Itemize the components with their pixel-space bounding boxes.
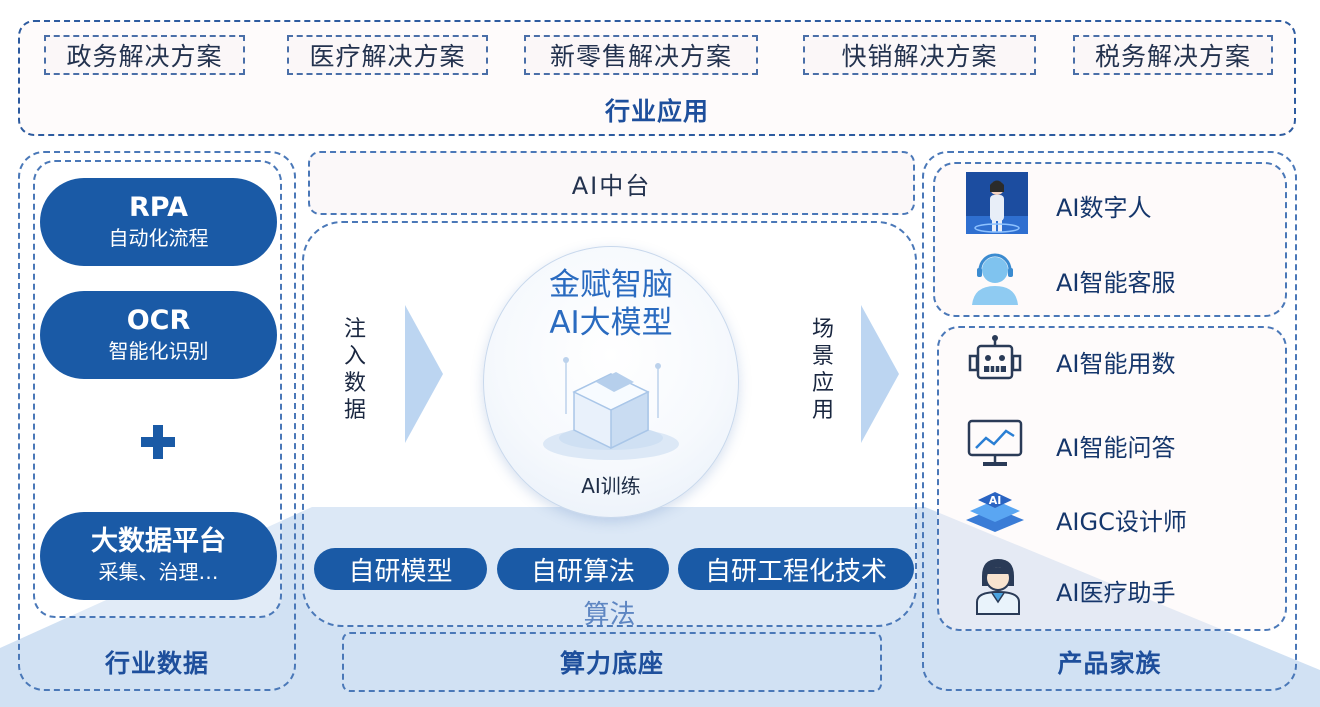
core-caption: AI训练 [581,474,641,498]
plus-icon [141,425,175,459]
algo-self-engineering[interactable]: 自研工程化技术 [678,548,914,590]
scene-app-label: 场 景 应 用 [811,317,834,423]
product-smart-data[interactable]: AI智能用数 [1056,350,1176,378]
rpa-pill[interactable]: RPA 自动化流程 [40,178,277,266]
compute-base-panel [342,632,882,692]
compute-base-title: 算力底座 [559,649,664,678]
product-family-title: 产品家族 [1057,649,1162,678]
arrow-right-icon [861,305,899,443]
ocr-subtitle: 智能化识别 [108,339,209,363]
industry-data-panel [18,151,296,691]
product-smart-qa[interactable]: AI智能问答 [1056,434,1176,462]
monitor-chart-icon [967,419,1023,466]
inject-data-label: 注 入 数 据 [343,317,366,423]
algorithm-title: 算法 [583,600,636,630]
solution-tax[interactable]: 税务解决方案 [1073,35,1273,75]
solution-gov[interactable]: 政务解决方案 [44,35,245,75]
ocr-pill[interactable]: OCR 智能化识别 [40,291,277,379]
product-aigc-designer[interactable]: AIGC设计师 [1056,508,1187,536]
arrow-right-icon [405,305,443,443]
product-customer-service[interactable]: AI智能客服 [1056,269,1176,297]
bigdata-title: 大数据平台 [91,526,226,557]
algo-self-algorithm[interactable]: 自研算法 [497,548,669,590]
industry-data-title: 行业数据 [104,649,209,678]
ai-chip-icon: AI [966,492,1024,532]
solution-new-retail[interactable]: 新零售解决方案 [524,35,758,75]
headset-agent-icon [972,253,1018,305]
product-digital-human[interactable]: AI数字人 [1056,194,1152,222]
svg-text:AI: AI [989,494,1002,507]
digital-human-icon [966,172,1028,234]
solution-fmcg[interactable]: 快销解决方案 [803,35,1036,75]
industry-app-title: 行业应用 [604,97,709,126]
solution-medical[interactable]: 医疗解决方案 [287,35,488,75]
algo-self-model[interactable]: 自研模型 [314,548,487,590]
product-medical-assistant[interactable]: AI医疗助手 [1056,579,1176,607]
core-model-title: 金赋智脑 AI大模型 [549,267,673,341]
product-family-panel [922,151,1297,691]
rpa-subtitle: 自动化流程 [108,226,209,250]
rpa-title: RPA [129,192,188,223]
ai-cube-icon [543,357,679,460]
doctor-icon [976,559,1020,615]
ai-platform-header[interactable]: AI中台 [308,151,915,215]
bigdata-subtitle: 采集、治理… [98,560,219,584]
ocr-title: OCR [126,305,191,336]
robot-icon [968,335,1022,380]
bigdata-pill[interactable]: 大数据平台 采集、治理… [40,512,277,600]
